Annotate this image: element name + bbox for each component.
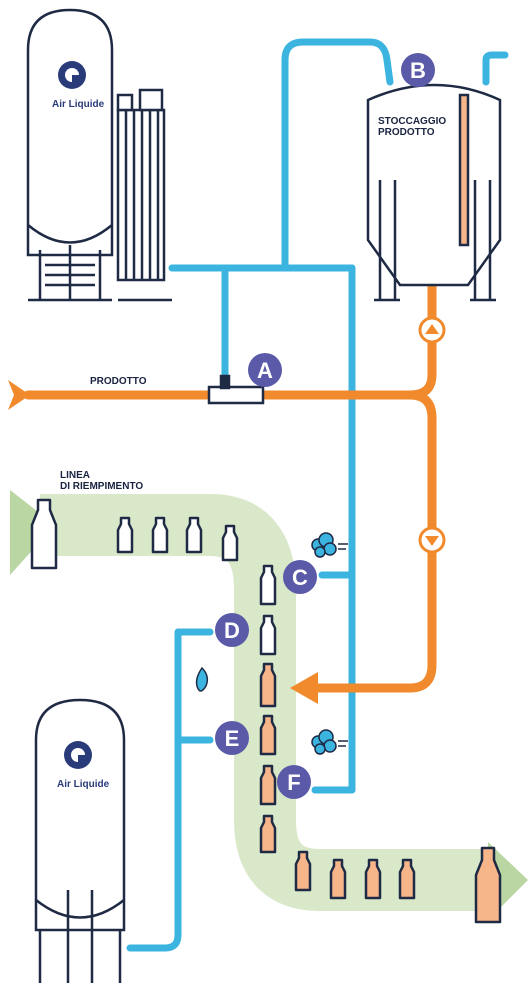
valve-a [207, 374, 265, 405]
bottle-icon [259, 764, 277, 806]
bottle-icon [259, 814, 277, 854]
bottle-icon [259, 714, 277, 756]
svg-text:A: A [257, 358, 273, 383]
badge-a: A [248, 353, 282, 387]
bottom-tank [34, 698, 126, 983]
flame-drop-icon [195, 666, 209, 692]
badge-f: F [277, 765, 311, 799]
bottle-icon [259, 564, 277, 606]
bottle-icon [259, 662, 277, 708]
logo-text-bottom: Air Liquide [57, 779, 110, 790]
product-label: PRODOTTO [90, 376, 147, 387]
storage-tank [366, 83, 502, 302]
gas-cloud-icon [311, 532, 348, 558]
gas-cloud-icon [311, 729, 348, 755]
bottle-icon [398, 858, 416, 900]
badge-c: C [283, 560, 317, 594]
bottle-icon [30, 498, 58, 570]
badge-d: D [215, 613, 249, 647]
bottle-icon [185, 516, 203, 554]
bottle-icon [116, 516, 134, 554]
bottle-icon [364, 858, 382, 900]
storage-label: STOCCAGGIO PRODOTTO [378, 116, 447, 138]
svg-text:B: B [410, 58, 426, 83]
badge-b: B [401, 53, 435, 87]
svg-text:D: D [224, 618, 240, 643]
bottle-icon [329, 858, 347, 900]
air-liquide-logo-icon [58, 61, 86, 89]
svg-text:F: F [287, 770, 300, 795]
bottle-icon [294, 850, 312, 892]
bottles [30, 498, 502, 924]
svg-text:E: E [225, 726, 240, 751]
top-tank [26, 8, 172, 302]
bottle-icon [259, 614, 277, 656]
cyan-pipes [126, 38, 509, 952]
logo-text-top: Air Liquide [52, 99, 105, 110]
bottle-icon [151, 516, 169, 554]
product-inlet-arrow [8, 380, 30, 410]
badge-e: E [215, 721, 249, 755]
bottle-icon [221, 524, 239, 562]
air-liquide-logo-icon [64, 741, 92, 769]
bottle-icon [474, 846, 502, 924]
arrow-left-icon [290, 672, 318, 704]
orange-pipes [23, 280, 437, 693]
svg-text:C: C [292, 565, 308, 590]
filling-line-label: LINEA DI RIEMPIMENTO [60, 470, 144, 492]
